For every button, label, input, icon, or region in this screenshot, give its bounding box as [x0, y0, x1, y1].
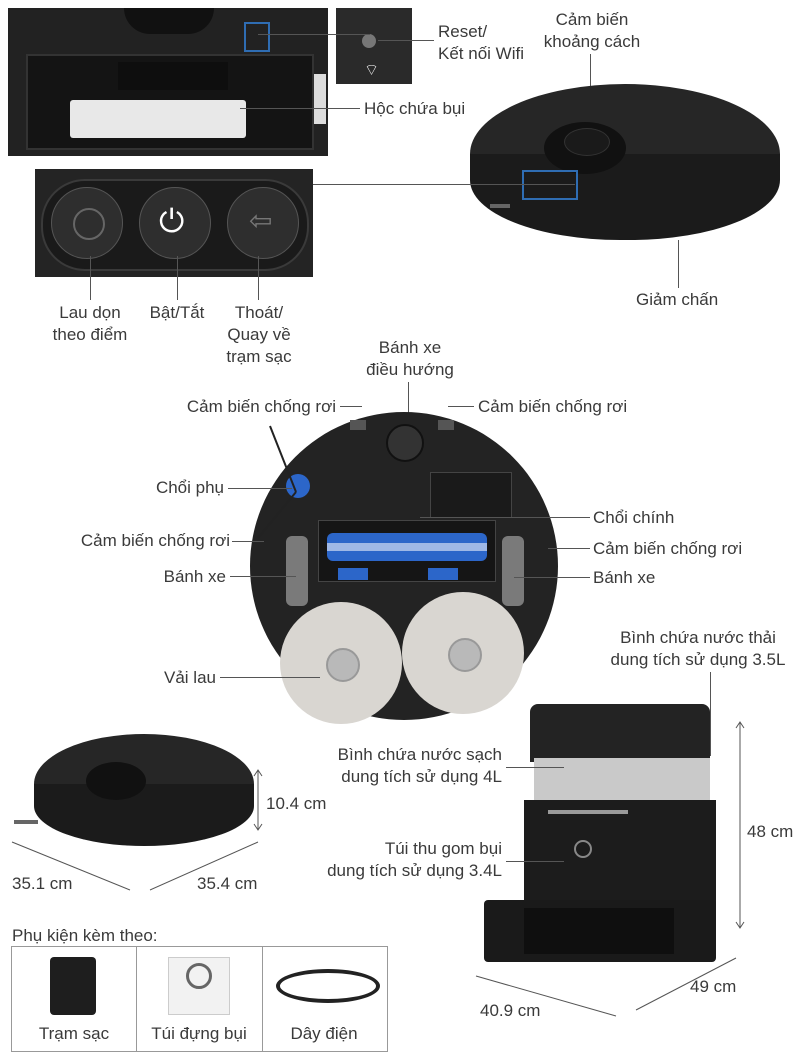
return-home-label-3: trạm sạc — [226, 347, 292, 366]
return-home-button[interactable] — [227, 187, 299, 259]
accessory-item: Túi đựng bụi — [136, 947, 263, 1051]
robot-depth-label: 35.1 cm — [12, 874, 73, 893]
accessory-item: Trạm sạc — [12, 947, 137, 1051]
mop-pads-label: Vải lau — [164, 668, 216, 687]
target-icon — [73, 208, 105, 240]
main-brush-label: Chổi chính — [593, 508, 675, 527]
cliff-sensor-left-label: Cảm biến chống rơi — [80, 531, 230, 550]
robot-side-view — [14, 734, 256, 864]
reset-wifi-label-2: Kết nối Wifi — [438, 44, 524, 63]
dust-bag-label-1: Túi thu gom bụi — [384, 839, 502, 858]
distance-sensor-label-1: Cảm biến — [555, 10, 629, 29]
control-panel-closeup: ⏻ ⇦ — [35, 169, 313, 277]
station-depth-label: 49 cm — [690, 977, 737, 996]
robot-width-label: 35.4 cm — [197, 874, 258, 893]
accessory-label-dust-bag: Túi đựng bụi — [151, 1024, 247, 1043]
robot-height-label: 10.4 cm — [266, 794, 327, 813]
omni-wheel — [386, 424, 424, 462]
spot-clean-label-1: Lau dọn — [59, 303, 121, 322]
left-mop-pad — [280, 602, 402, 724]
side-brush-label: Chổi phụ — [155, 478, 224, 497]
bumper-label: Giảm chấn — [636, 290, 719, 309]
dirty-tank-label-1: Bình chứa nước thải — [620, 628, 776, 647]
clean-tank-label-1: Bình chứa nước sạch — [337, 745, 502, 764]
spot-clean-label-2: theo điểm — [52, 325, 128, 344]
clean-tank-label-2: dung tích sử dụng 4L — [341, 767, 502, 786]
robot-height-line — [253, 769, 263, 831]
power-label: Bật/Tắt — [149, 303, 205, 322]
dust-bin-label: Hộc chứa bụi — [364, 99, 466, 118]
reset-button-highlight — [244, 22, 270, 52]
station-height-label: 48 cm — [747, 822, 794, 841]
robot-footprint-lines — [11, 841, 259, 891]
station-footprint-lines — [475, 957, 737, 1017]
distance-sensor-label-2: khoảng cách — [543, 32, 641, 51]
cliff-sensor-top-left-label: Cảm biến chống rơi — [186, 397, 336, 416]
station-height-line — [735, 721, 745, 929]
robot-underside — [250, 412, 560, 724]
cliff-sensor-right-label: Cảm biến chống rơi — [593, 539, 743, 558]
right-mop-pad — [402, 592, 524, 714]
exit-icon: ⇦ — [249, 205, 273, 236]
left-wheel — [286, 536, 308, 606]
omni-wheel-label-2: điều hướng — [366, 360, 454, 379]
cliff-sensor-top-right-label: Cảm biến chống rơi — [478, 397, 628, 416]
dust-bin-photo — [8, 8, 328, 156]
wheel-left-label: Bánh xe — [163, 567, 226, 586]
control-buttons-highlight — [522, 170, 578, 200]
side-brush-bristle — [257, 425, 297, 539]
accessories-title: Phụ kiện kèm theo: — [12, 926, 158, 945]
omni-wheel-label-1: Bánh xe — [378, 338, 442, 357]
accessory-label-station: Trạm sạc — [38, 1024, 110, 1043]
power-button[interactable] — [139, 187, 211, 259]
accessories-box: Trạm sạc Túi đựng bụi Dây điện — [11, 946, 388, 1052]
reset-wifi-label-1: Reset/ — [438, 22, 488, 41]
wifi-icon: ⌔ — [364, 62, 380, 79]
return-home-label-1: Thoát/ — [234, 303, 284, 322]
wheel-right-label: Bánh xe — [593, 568, 656, 587]
reset-wifi-closeup: ⌔ — [336, 8, 412, 84]
return-home-label-2: Quay về — [227, 325, 291, 344]
power-icon: ⏻ — [159, 203, 185, 239]
right-wheel — [502, 536, 524, 606]
dust-bag-label-2: dung tích sử dụng 3.4L — [327, 861, 502, 880]
station-image — [484, 700, 734, 972]
accessory-label-power-cord: Dây điện — [290, 1024, 358, 1043]
station-width-label: 40.9 cm — [480, 1001, 541, 1020]
accessory-item: Dây điện — [262, 947, 386, 1051]
robot-top-view — [470, 84, 782, 264]
dust-bin-filter-label — [70, 100, 246, 138]
dirty-tank-label-2: dung tích sử dụng 3.5L — [610, 650, 786, 669]
